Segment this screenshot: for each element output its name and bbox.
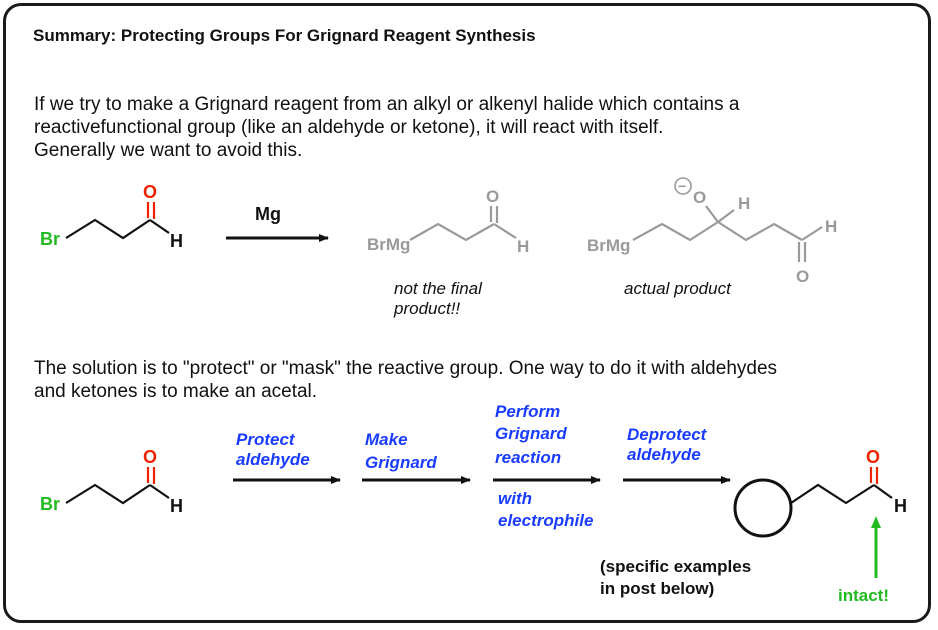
starting-material-2: Br O H bbox=[40, 447, 183, 516]
step-grignard-line-2: Grignard bbox=[365, 453, 437, 472]
final-product: O H bbox=[733, 447, 907, 538]
oxygen-atom-label-2: O bbox=[143, 447, 157, 467]
gray-oxygen-label: O bbox=[486, 187, 499, 206]
gray-hydrogen-label: H bbox=[517, 237, 529, 256]
hydrogen-atom-label: H bbox=[170, 231, 183, 251]
reagent-mg-label: Mg bbox=[255, 204, 281, 224]
step-deprotect-line-1: Deprotect bbox=[627, 425, 707, 444]
aldehyde-ch-bond bbox=[149, 219, 170, 234]
final-ch-bond bbox=[873, 484, 893, 499]
final-oxygen-label: O bbox=[866, 447, 880, 467]
step-deprotect-line-2: aldehyde bbox=[627, 445, 701, 464]
bromine-atom-label-2: Br bbox=[40, 494, 60, 514]
intro-line-2: reactivefunctional group (like an aldehy… bbox=[34, 117, 664, 138]
brmg-label: BrMg bbox=[367, 235, 410, 254]
final-hydrogen-label: H bbox=[894, 496, 907, 516]
intro-line-1: If we try to make a Grignard reagent fro… bbox=[34, 94, 740, 115]
footnote-line-1: (specific examples bbox=[600, 557, 752, 576]
step-protect-line-1: Protect bbox=[236, 430, 295, 449]
gray-ch-bond bbox=[493, 223, 517, 239]
solution-line-1: The solution is to "protect" or "mask" t… bbox=[34, 358, 778, 379]
negative-charge-sign: − bbox=[678, 178, 686, 194]
caption-not-final-line-1: not the final bbox=[394, 279, 482, 298]
alkoxide-co-bond bbox=[705, 205, 719, 223]
footnote-line-2: in post below) bbox=[600, 579, 715, 598]
bromine-atom-label: Br bbox=[40, 229, 60, 249]
brmg-label-2: BrMg bbox=[587, 236, 630, 255]
alkoxide-hydrogen-label: H bbox=[738, 194, 750, 213]
step-perform-line-1: Perform bbox=[495, 402, 561, 421]
intro-line-3: Generally we want to avoid this. bbox=[34, 140, 303, 161]
page-title: Summary: Protecting Groups For Grignard … bbox=[33, 26, 536, 45]
actual-self-reaction-product: BrMg O − H H O bbox=[587, 177, 837, 286]
caption-not-final-line-2: product!! bbox=[394, 299, 461, 318]
aldehyde-ch-bond-2 bbox=[149, 484, 170, 499]
intact-label: intact! bbox=[838, 586, 889, 605]
step-protect-line-2: aldehyde bbox=[236, 450, 310, 469]
step-perform-line-3: reaction bbox=[495, 448, 562, 467]
generic-group-circle bbox=[733, 478, 793, 538]
carbon-chain-bond bbox=[65, 218, 151, 240]
step-grignard-line-1: Make bbox=[365, 430, 408, 449]
step-perform-line-4: with bbox=[498, 489, 532, 508]
alkoxide-ch-bond bbox=[717, 209, 735, 223]
terminal-ch-bond bbox=[801, 226, 823, 241]
step-perform-line-2: Grignard bbox=[495, 424, 567, 443]
step-perform-line-5: electrophile bbox=[498, 511, 594, 530]
alkoxide-oxygen-label: O bbox=[693, 188, 706, 207]
intended-grignard-product: BrMg O H bbox=[367, 187, 529, 256]
gray-chain-bond bbox=[409, 222, 495, 242]
summary-card bbox=[3, 3, 931, 623]
oxygen-atom-label: O bbox=[143, 182, 157, 202]
terminal-oxygen-label: O bbox=[796, 267, 809, 286]
hydrogen-atom-label-2: H bbox=[170, 496, 183, 516]
caption-actual-product: actual product bbox=[624, 279, 731, 298]
final-chain-bond bbox=[790, 483, 875, 505]
gray-long-chain-bond bbox=[632, 220, 803, 242]
starting-material-1: Br O H bbox=[40, 182, 183, 251]
negative-charge-circle bbox=[674, 177, 692, 195]
solution-line-2: and ketones is to make an acetal. bbox=[34, 381, 318, 402]
terminal-hydrogen-label: H bbox=[825, 217, 837, 236]
carbon-chain-bond-2 bbox=[65, 483, 151, 505]
